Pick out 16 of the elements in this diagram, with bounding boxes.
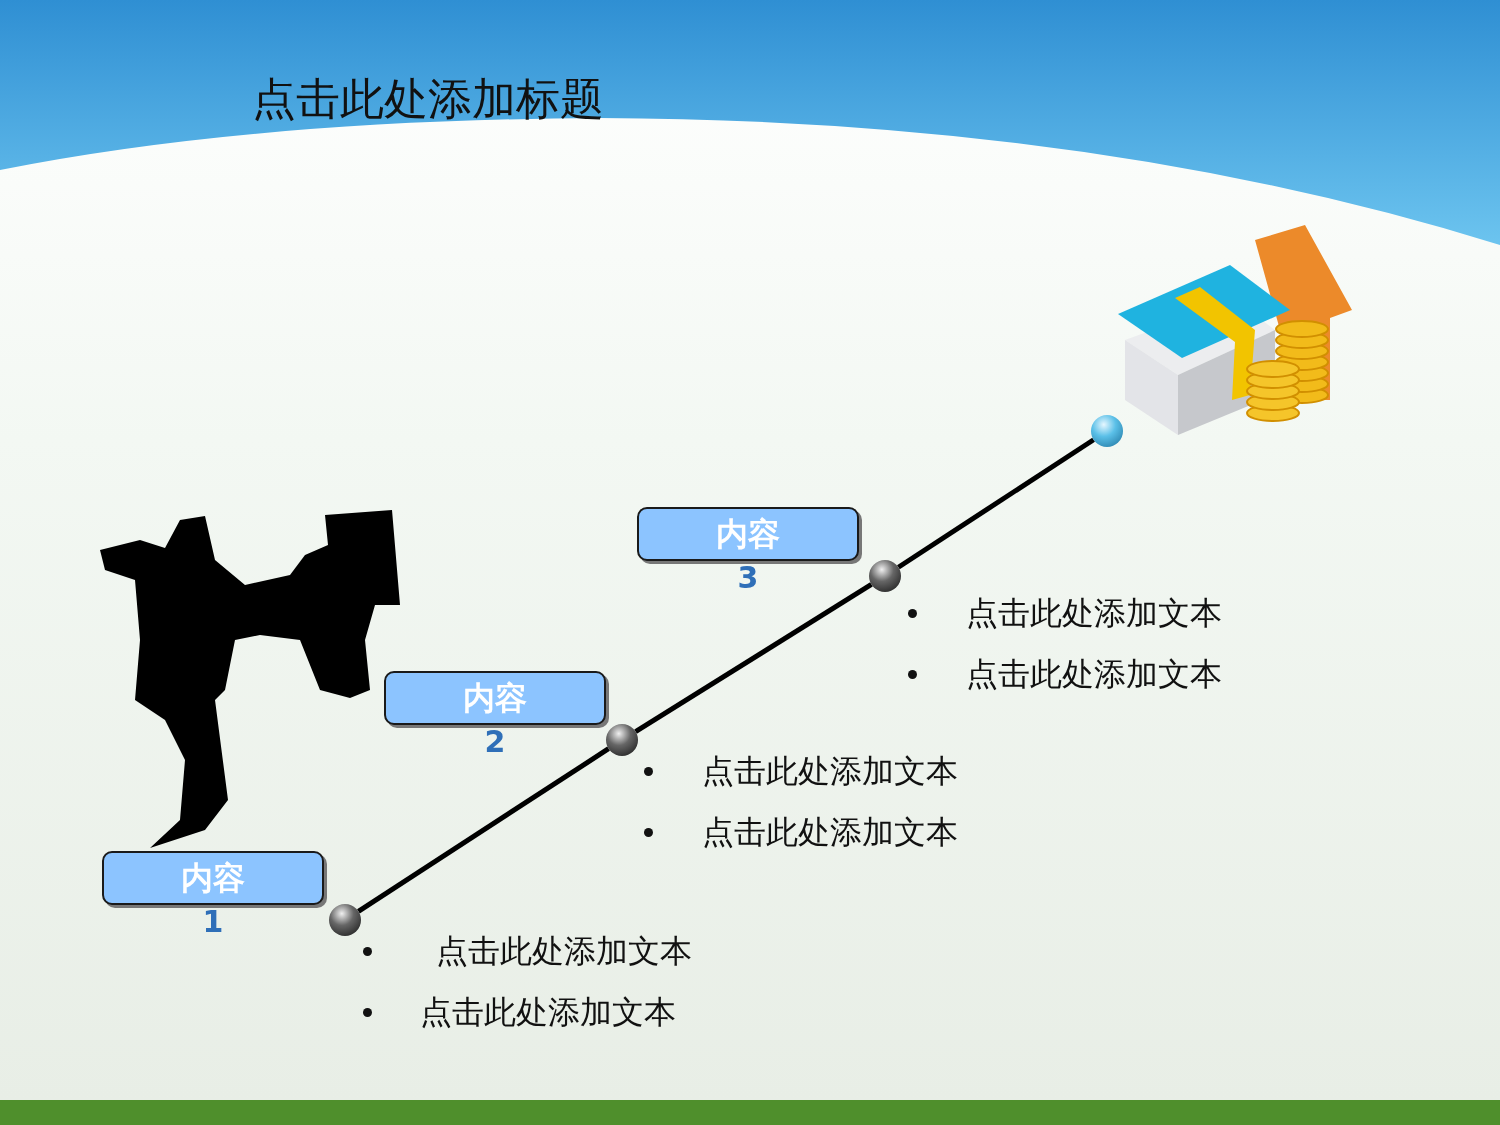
bullet-text: 点击此处添加文本 (702, 752, 958, 791)
bullet-text: 点击此处添加文本 (702, 813, 958, 852)
bullet-text: 点击此处添加文本 (420, 993, 676, 1032)
step-number: 1 (201, 905, 225, 939)
content-box: 内容 (102, 851, 324, 905)
bullet-text: 点击此处添加文本 (966, 655, 1222, 694)
slide-title: 点击此处添加标题 (252, 72, 604, 126)
bullet-text: 点击此处添加文本 (966, 594, 1222, 633)
connector-line (634, 582, 873, 734)
connector-line (357, 746, 610, 914)
bullet-text: 点击此处添加文本 (436, 932, 692, 971)
step-number: 3 (736, 561, 760, 595)
step-number: 2 (483, 725, 507, 759)
content-box: 内容 (637, 507, 859, 561)
connector-line (897, 437, 1095, 570)
content-box: 内容 (384, 671, 606, 725)
